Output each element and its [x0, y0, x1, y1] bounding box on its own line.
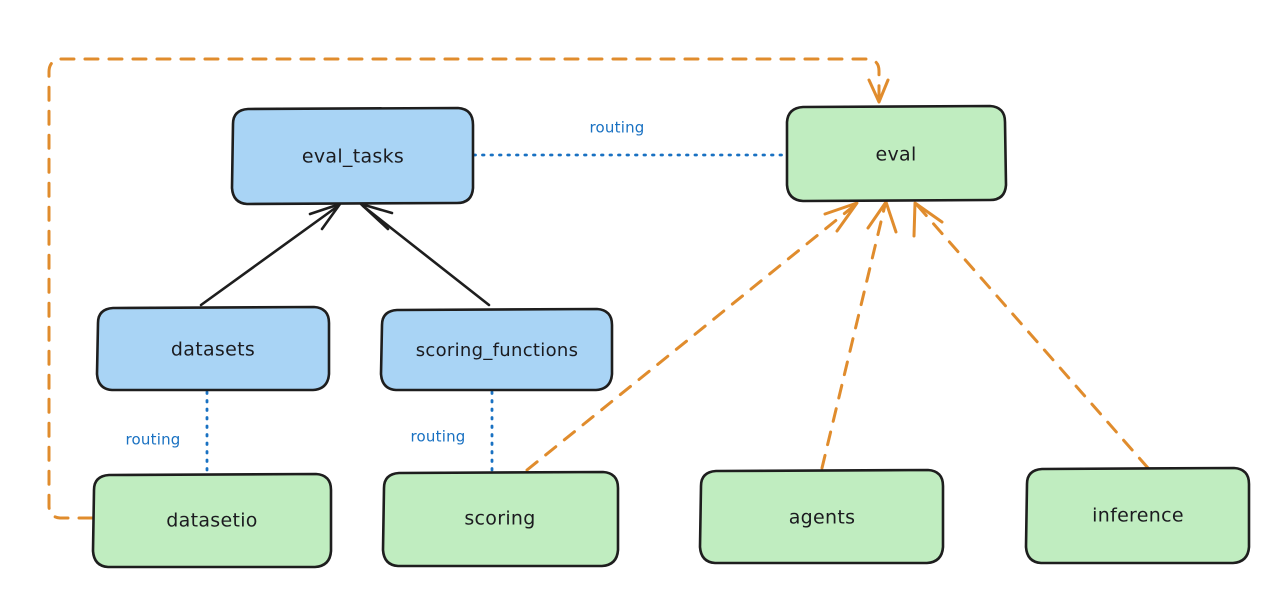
node-eval[interactable]: eval	[785, 104, 1008, 203]
edge-datasetio-eval[interactable]	[47, 57, 890, 520]
node-agents[interactable]: agents	[698, 468, 945, 565]
node-eval-tasks[interactable]: eval_tasks	[230, 106, 475, 206]
node-scoring-functions[interactable]: scoring_functions	[379, 307, 614, 392]
node-scoring[interactable]: scoring	[381, 470, 620, 568]
edge-inference-eval[interactable]	[912, 201, 1150, 470]
edge-layer	[47, 57, 1150, 520]
node-label-eval: eval	[875, 144, 916, 166]
node-inference[interactable]: inference	[1024, 466, 1251, 565]
edge-scoring-eval[interactable]	[525, 201, 859, 472]
node-datasets[interactable]: datasets	[95, 305, 331, 392]
node-label-eval-tasks: eval_tasks	[302, 146, 404, 168]
edge-label-routing-scoring-functions: routing	[411, 428, 466, 446]
node-label-agents: agents	[789, 507, 856, 529]
edge-scoring-functions-eval-tasks[interactable]	[359, 202, 491, 307]
node-label-scoring: scoring	[464, 508, 535, 530]
node-layer: eval_tasks eval datasets scoring_functio…	[91, 104, 1251, 569]
node-label-scoring-functions: scoring_functions	[416, 340, 579, 361]
node-label-datasetio: datasetio	[166, 510, 257, 532]
edge-label-routing-datasets: routing	[126, 431, 181, 449]
edge-label-routing-eval-tasks: routing	[590, 119, 645, 137]
node-label-inference: inference	[1092, 505, 1184, 527]
edge-datasets-eval-tasks[interactable]	[199, 202, 342, 307]
edge-label-layer: routing routing routing	[126, 119, 645, 449]
edge-agents-eval[interactable]	[820, 200, 898, 470]
node-datasetio[interactable]: datasetio	[91, 472, 333, 569]
node-label-datasets: datasets	[171, 339, 255, 361]
